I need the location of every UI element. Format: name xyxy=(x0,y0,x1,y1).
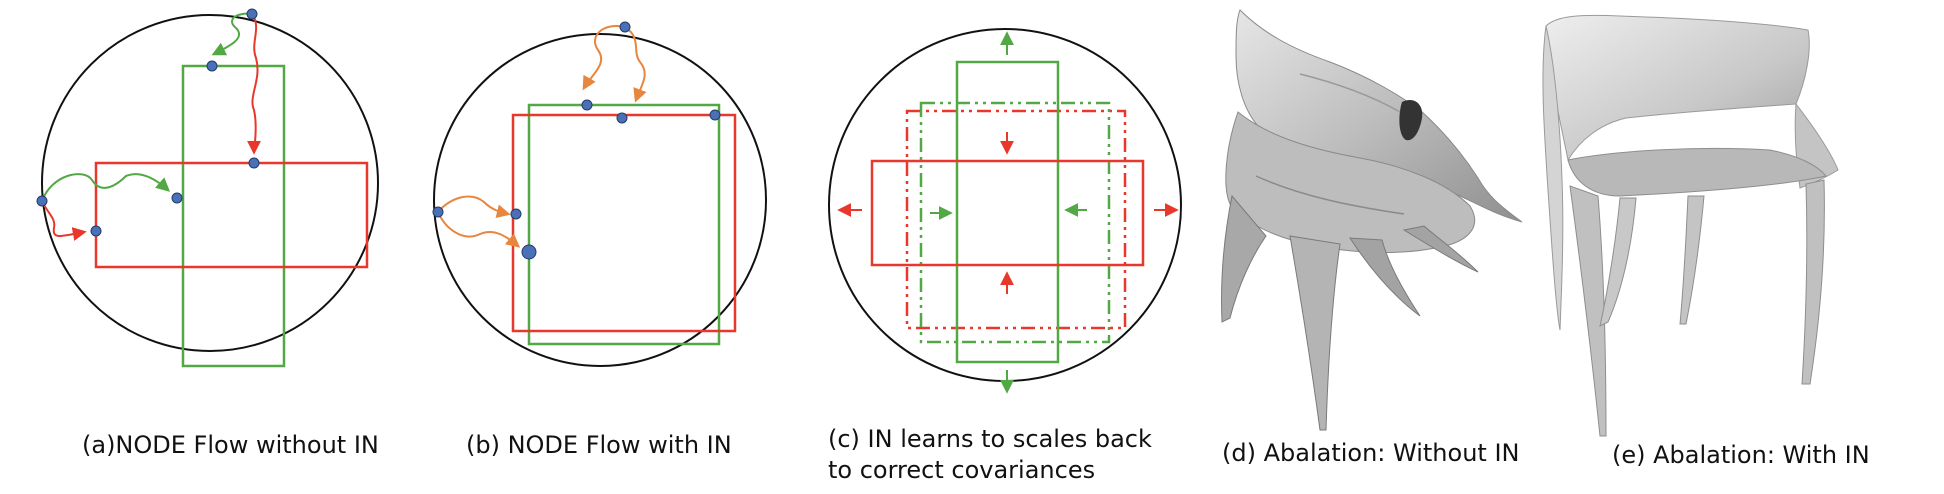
panel-a-node-dot xyxy=(171,192,183,204)
panel-b-red-box xyxy=(511,113,737,333)
panel-b-node-dot xyxy=(709,109,721,121)
panel-c-green-dashdot-box xyxy=(919,101,1111,344)
caption-c: (c) IN learns to scales back to correct … xyxy=(828,424,1152,486)
panel-a-red-box xyxy=(94,161,369,269)
panel-b-node-dot xyxy=(616,112,628,124)
panel-b-orange-flow-left-2 xyxy=(437,211,521,248)
panel-a-node-dot xyxy=(248,157,260,169)
panel-a-red-flow-top xyxy=(247,13,262,155)
caption-c-line2: to correct covariances xyxy=(828,456,1096,484)
panel-b-node-dot xyxy=(432,206,444,218)
panel-b-green-box xyxy=(527,103,721,346)
panel-b-boundary-circle xyxy=(433,33,767,367)
panel-b-orange-flow-top-1 xyxy=(582,24,626,91)
panel-b-orange-flow-top-2 xyxy=(624,26,647,103)
panel-b-node-dot xyxy=(619,21,631,33)
panel-a-node-flow-without-in xyxy=(36,8,379,368)
panel-c-red-box xyxy=(870,159,1145,267)
panel-a-red-flow-left xyxy=(41,200,87,241)
panel-c-green-box xyxy=(955,60,1060,364)
panel-a-node-dot xyxy=(36,195,48,207)
panel-a-node-dot xyxy=(90,225,102,237)
caption-a: (a)NODE Flow without IN xyxy=(82,431,379,459)
panel-b-orange-flow-left-1 xyxy=(437,195,511,219)
panel-a-boundary-circle xyxy=(41,14,379,352)
panel-a-node-dot xyxy=(246,8,258,20)
chair-render-with-in-icon xyxy=(1542,14,1839,437)
panel-c-in-rescaling xyxy=(828,28,1182,394)
panel-b-node-flow-with-in xyxy=(432,21,767,367)
panel-b-node-dot xyxy=(510,208,522,220)
panel-a-green-flow-top xyxy=(211,12,253,56)
caption-e: (e) Abalation: With IN xyxy=(1612,441,1870,469)
caption-d: (d) Abalation: Without IN xyxy=(1222,439,1520,467)
chair-render-without-in-icon xyxy=(1220,9,1523,431)
caption-b: (b) NODE Flow with IN xyxy=(466,431,732,459)
panel-a-green-flow-left xyxy=(41,173,171,202)
panel-c-red-dashdot-box xyxy=(905,109,1127,330)
caption-c-line1: (c) IN learns to scales back xyxy=(828,425,1152,453)
panel-b-node-dot xyxy=(521,244,537,260)
panel-a-node-dot xyxy=(206,60,218,72)
panel-b-node-dot xyxy=(581,99,593,111)
panel-a-green-box xyxy=(181,64,286,368)
